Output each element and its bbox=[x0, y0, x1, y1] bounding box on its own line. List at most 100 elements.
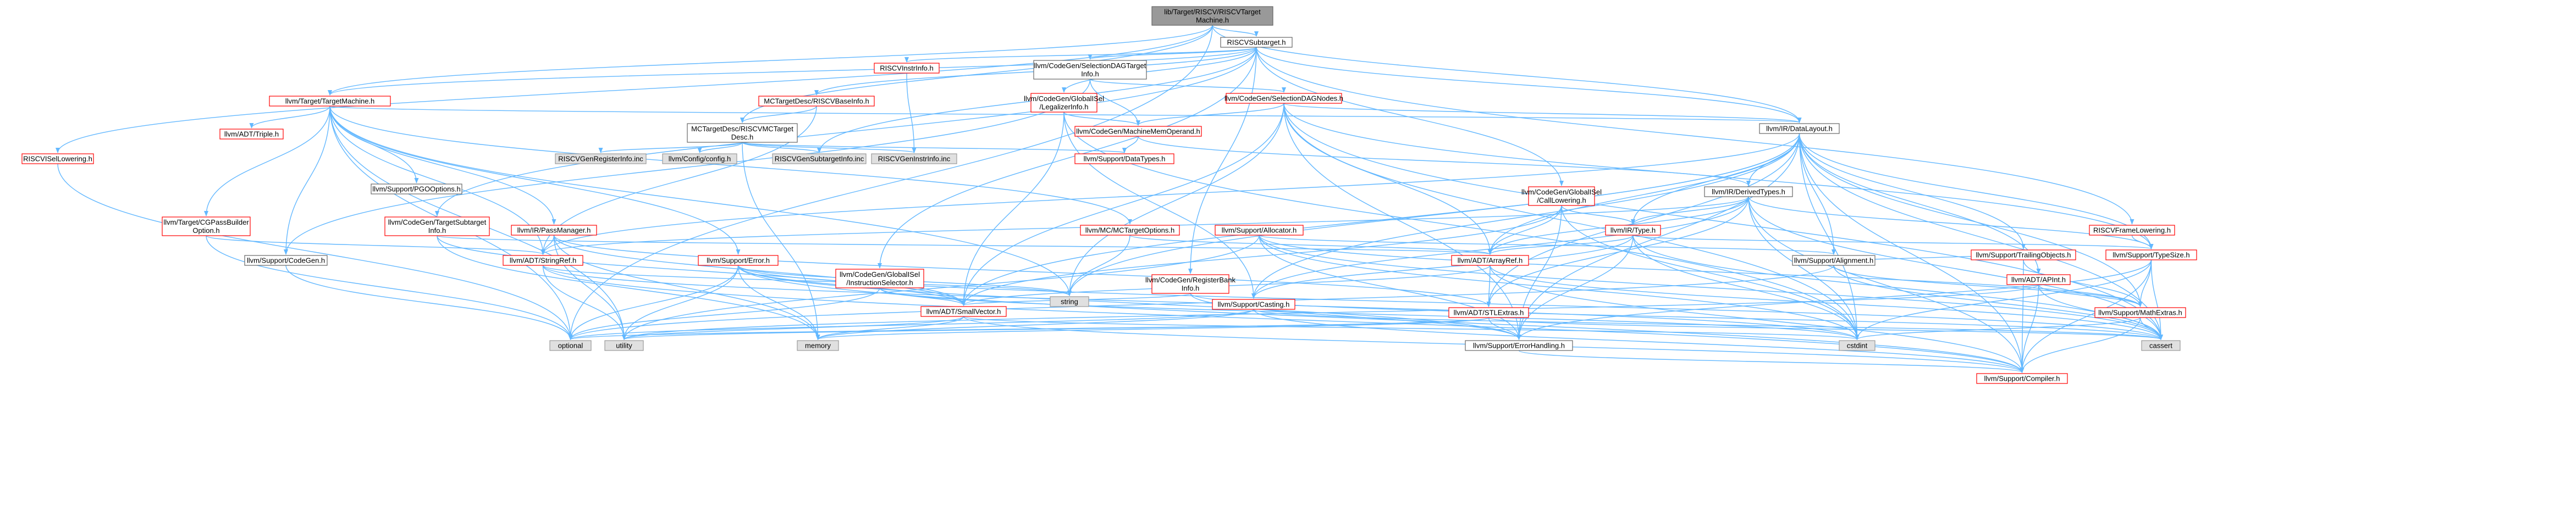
edge-apint-to-utility bbox=[622, 284, 2039, 340]
node-label: llvm/CodeGen/SelectionDAGTarget bbox=[1034, 62, 1146, 70]
node-box bbox=[920, 306, 1007, 317]
node-box bbox=[511, 225, 597, 236]
node-pgo-options[interactable]: llvm/Support/PGOOptions.h bbox=[371, 183, 462, 194]
edge-math_extras-to-cstdint bbox=[1855, 317, 2141, 340]
node-riscv-gen-subtarget[interactable]: RISCVGenSubtargetInfo.inc bbox=[772, 153, 867, 164]
node-alignment[interactable]: llvm/Support/Alignment.h bbox=[1792, 255, 1876, 266]
edge-data_layout-to-apint bbox=[1799, 133, 2041, 274]
edge-globalisel_legal-to-small_vector bbox=[961, 112, 1064, 306]
node-derived-types[interactable]: llvm/IR/DerivedTypes.h bbox=[1704, 186, 1793, 197]
node-trailing-objects[interactable]: llvm/Support/TrailingObjects.h bbox=[1971, 249, 2076, 260]
node-box bbox=[662, 153, 737, 164]
node-label: llvm/Support/Allocator.h bbox=[1222, 226, 1297, 235]
edge-register_bank-to-error_handling bbox=[1190, 293, 1521, 340]
node-layer: lib/Target/RISCV/RISCVTargetMachine.hRIS… bbox=[21, 6, 2197, 384]
node-data-types[interactable]: llvm/Support/DataTypes.h bbox=[1074, 153, 1174, 164]
node-riscv-baseinfo[interactable]: MCTargetDesc/RISCVBaseInfo.h bbox=[758, 96, 875, 107]
node-codegen[interactable]: llvm/Support/CodeGen.h bbox=[244, 255, 328, 266]
node-box bbox=[384, 216, 490, 236]
node-label: memory bbox=[805, 342, 831, 350]
edge-allocator-to-alignment bbox=[1259, 235, 1836, 255]
node-ir-type[interactable]: llvm/IR/Type.h bbox=[1605, 225, 1661, 236]
node-riscv-frame-lowering[interactable]: RISCVFrameLowering.h bbox=[2089, 225, 2175, 236]
node-stl-extras[interactable]: llvm/ADT/STLExtras.h bbox=[1448, 307, 1529, 318]
node-utility[interactable]: utility bbox=[604, 340, 644, 351]
node-box bbox=[2006, 274, 2071, 285]
edge-string_ref-to-compiler bbox=[542, 265, 2025, 373]
node-label: cstdint bbox=[1847, 342, 1868, 350]
node-label: llvm/Support/TrailingObjects.h bbox=[1976, 251, 2071, 259]
node-compiler[interactable]: llvm/Support/Compiler.h bbox=[1976, 373, 2068, 384]
edge-small_vector-to-memory bbox=[815, 316, 964, 340]
node-target-machine[interactable]: llvm/Target/TargetMachine.h bbox=[269, 96, 391, 107]
node-cstdint[interactable]: cstdint bbox=[1839, 340, 1876, 351]
edge-target_machine-to-cg_pass_builder bbox=[204, 105, 330, 216]
node-type-size[interactable]: llvm/Support/TypeSize.h bbox=[2105, 249, 2197, 260]
edge-ir_type-to-cstdint bbox=[1632, 235, 1860, 340]
node-label: llvm/Support/DataTypes.h bbox=[1084, 155, 1166, 163]
node-cassert[interactable]: cassert bbox=[2141, 340, 2181, 351]
edge-support_error-to-cassert bbox=[737, 265, 2163, 340]
edge-pass_manager-to-memory bbox=[553, 235, 820, 340]
node-box bbox=[1226, 93, 1342, 104]
node-pass-manager[interactable]: llvm/IR/PassManager.h bbox=[511, 225, 597, 236]
edge-type_size-to-compiler bbox=[2020, 259, 2152, 373]
edge-ir_type-to-casting bbox=[1251, 235, 1634, 299]
node-triple[interactable]: llvm/ADT/Triple.h bbox=[219, 129, 284, 140]
edge-seldag_nodes-to-mach_mem_operand bbox=[1136, 103, 1284, 126]
edge-array_ref-to-compiler bbox=[1490, 265, 2025, 373]
node-box bbox=[1976, 373, 2068, 384]
node-mach-mem-operand[interactable]: llvm/CodeGen/MachineMemOperand.h bbox=[1074, 126, 1202, 137]
node-globalisel-call[interactable]: llvm/CodeGen/GlobalISel/CallLowering.h bbox=[1521, 186, 1602, 206]
node-box bbox=[1451, 255, 1529, 266]
edge-small_vector-to-cstdint bbox=[963, 316, 1859, 340]
node-riscv-isel-lowering[interactable]: RISCVISelLowering.h bbox=[21, 153, 94, 164]
edge-root-to-riscv_isel_lowering bbox=[56, 25, 1213, 153]
edge-target_machine-to-mc_target_options bbox=[329, 105, 1132, 225]
node-support-error[interactable]: llvm/Support/Error.h bbox=[698, 255, 779, 266]
node-box bbox=[797, 340, 839, 351]
edge-data_layout-to-stl_extras bbox=[1486, 133, 1800, 307]
node-label: string bbox=[1061, 298, 1078, 306]
node-instrinfo[interactable]: RISCVInstrInfo.h bbox=[874, 63, 940, 74]
edge-subtarget-to-target_subtarget bbox=[435, 47, 1257, 216]
edge-seldag_nodes-to-error_handling bbox=[1283, 103, 1521, 340]
node-apint[interactable]: llvm/ADT/APInt.h bbox=[2006, 274, 2071, 285]
node-small-vector[interactable]: llvm/ADT/SmallVector.h bbox=[920, 306, 1007, 317]
edge-string_ref-to-utility bbox=[542, 265, 626, 340]
node-subtarget[interactable]: RISCVSubtarget.h bbox=[1220, 37, 1293, 48]
node-box bbox=[772, 153, 867, 164]
node-error-handling[interactable]: llvm/Support/ErrorHandling.h bbox=[1465, 340, 1573, 351]
node-casting[interactable]: llvm/Support/Casting.h bbox=[1212, 299, 1295, 310]
node-string-ref[interactable]: llvm/ADT/StringRef.h bbox=[503, 255, 583, 266]
node-data-layout[interactable]: llvm/IR/DataLayout.h bbox=[1759, 123, 1840, 134]
node-globalisel-legal[interactable]: llvm/CodeGen/GlobalISel/LegalizerInfo.h bbox=[1024, 93, 1104, 113]
node-label: llvm/Support/Casting.h bbox=[1218, 301, 1290, 309]
node-optional[interactable]: optional bbox=[549, 340, 592, 351]
edge-math_extras-to-compiler bbox=[2020, 317, 2141, 373]
node-mc-target-options[interactable]: llvm/MC/MCTargetOptions.h bbox=[1080, 225, 1180, 236]
node-globalisel-isel[interactable]: llvm/CodeGen/GlobalISel/InstructionSelec… bbox=[835, 269, 924, 288]
node-config[interactable]: llvm/Config/config.h bbox=[662, 153, 737, 164]
edge-string_ref-to-string bbox=[542, 265, 1072, 296]
node-riscv-gen-register[interactable]: RISCVGenRegisterInfo.inc bbox=[555, 153, 647, 164]
edge-seldag_nodes-to-cassert bbox=[1283, 103, 2163, 340]
node-seldag-nodes[interactable]: llvm/CodeGen/SelectionDAGNodes.h bbox=[1224, 93, 1343, 104]
node-math-extras[interactable]: llvm/Support/MathExtras.h bbox=[2094, 307, 2186, 318]
node-string[interactable]: string bbox=[1050, 296, 1089, 307]
edge-target_subtarget-to-memory bbox=[437, 235, 820, 340]
node-memory[interactable]: memory bbox=[797, 340, 839, 351]
node-box bbox=[162, 216, 251, 236]
edge-subtarget-to-seldag_info bbox=[1088, 47, 1257, 60]
node-array-ref[interactable]: llvm/ADT/ArrayRef.h bbox=[1451, 255, 1529, 266]
node-riscv-gen-instr[interactable]: RISCVGenInstrInfo.inc bbox=[871, 153, 957, 164]
edge-alignment-to-cassert bbox=[1833, 265, 2163, 340]
node-allocator[interactable]: llvm/Support/Allocator.h bbox=[1215, 225, 1304, 236]
node-label: llvm/ADT/Triple.h bbox=[224, 130, 279, 138]
